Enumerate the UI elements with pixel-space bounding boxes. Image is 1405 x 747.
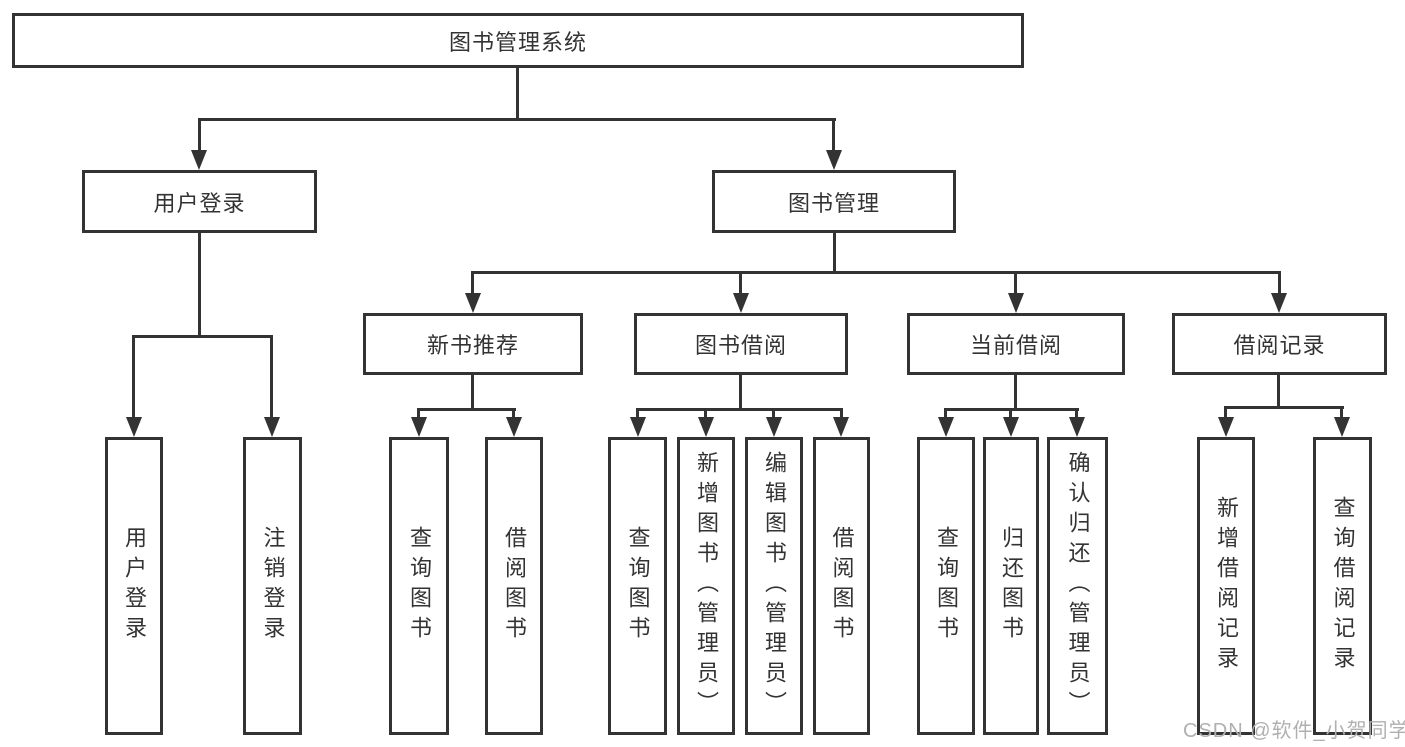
leaf-query-books-recommend: 查询图书 (389, 437, 449, 735)
leaf-edit-book-admin: 编辑图书（管理员） (745, 437, 803, 735)
arrow-down-icon (1218, 417, 1234, 437)
arrow-down-icon (465, 293, 481, 313)
leaf-add-book-admin: 新增图书（管理员） (677, 437, 735, 735)
node-label: 查询图书 (407, 526, 432, 646)
node-label: 编辑图书（管理员） (762, 451, 787, 721)
leaf-add-borrow-record: 新增借阅记录 (1197, 437, 1255, 735)
leaf-return-books: 归还图书 (983, 437, 1039, 735)
connector-line (833, 233, 836, 271)
arrow-down-icon (1008, 293, 1024, 313)
node-label: 用户登录 (153, 190, 246, 216)
connector-line (1009, 408, 1012, 419)
leaf-borrow-books: 借阅图书 (813, 437, 870, 735)
node-new-book-recommend: 新书推荐 (363, 313, 583, 375)
connector-line (944, 408, 947, 419)
node-label: 图书管理 (787, 190, 880, 216)
connector-line (636, 408, 843, 411)
arrow-down-icon (1069, 417, 1085, 437)
connector-line (1014, 271, 1017, 295)
node-label: 借阅图书 (829, 526, 855, 646)
arrow-down-icon (630, 417, 646, 437)
connector-line (471, 271, 1281, 274)
node-library-system: 图书管理系统 (12, 13, 1024, 68)
connector-line (1277, 375, 1280, 406)
arrow-down-icon (411, 417, 427, 437)
arrow-down-icon (826, 150, 842, 170)
node-user-login: 用户登录 (82, 170, 317, 233)
csdn-watermark: CSDN @软件_小贺同学 (1183, 720, 1405, 742)
connector-line (471, 271, 474, 295)
node-label: 借阅图书 (502, 526, 527, 646)
node-book-management: 图书管理 (712, 170, 956, 233)
leaf-query-books-borrow: 查询图书 (608, 437, 667, 735)
arrow-down-icon (1271, 293, 1287, 313)
connector-line (832, 118, 835, 152)
arrow-down-icon (1003, 417, 1019, 437)
arrow-down-icon (264, 417, 280, 437)
leaf-user-login: 用户登录 (105, 437, 163, 735)
arrow-down-icon (126, 417, 142, 437)
connector-line (471, 375, 474, 408)
connector-line (132, 335, 273, 338)
connector-line (132, 335, 135, 419)
node-label: 查询图书 (625, 526, 651, 646)
arrow-down-icon (506, 417, 522, 437)
node-label: 当前借阅 (969, 333, 1062, 358)
node-label: 新书推荐 (426, 333, 519, 358)
node-label: 注销登录 (260, 526, 286, 646)
connector-line (704, 408, 707, 419)
arrow-down-icon (698, 417, 714, 437)
leaf-query-borrow-record: 查询借阅记录 (1313, 437, 1372, 735)
node-book-borrowing: 图书借阅 (634, 313, 848, 375)
arrow-down-icon (191, 150, 207, 170)
arrow-down-icon (1334, 417, 1350, 437)
connector-line (739, 375, 742, 408)
leaf-query-books-current: 查询图书 (917, 437, 975, 735)
connector-line (1278, 271, 1281, 295)
node-label: 新增图书（管理员） (694, 451, 719, 721)
connector-line (198, 233, 201, 335)
node-label: 图书管理系统 (448, 29, 587, 55)
node-label: 用户登录 (122, 526, 147, 646)
connector-line (840, 408, 843, 419)
node-label: 查询图书 (934, 526, 959, 646)
connector-line (417, 408, 516, 411)
connector-line (1075, 408, 1078, 419)
node-label: 确认归还（管理员） (1065, 451, 1091, 721)
connector-line (1224, 406, 1344, 409)
connector-line (739, 271, 742, 295)
connector-line (512, 408, 515, 419)
arrow-down-icon (733, 293, 749, 313)
arrow-down-icon (833, 417, 849, 437)
node-current-borrowing: 当前借阅 (907, 313, 1125, 375)
connector-line (1014, 375, 1017, 408)
node-label: 新增借阅记录 (1214, 496, 1239, 676)
node-label: 归还图书 (999, 526, 1024, 646)
connector-line (198, 118, 836, 121)
node-label: 借阅记录 (1233, 333, 1326, 358)
arrow-down-icon (938, 417, 954, 437)
arrow-down-icon (766, 417, 782, 437)
connector-line (198, 118, 201, 152)
connector-line (516, 68, 519, 118)
node-label: 查询借阅记录 (1330, 496, 1356, 676)
leaf-confirm-return-admin: 确认归还（管理员） (1047, 437, 1108, 735)
connector-line (417, 408, 420, 419)
leaf-borrow-books-recommend: 借阅图书 (485, 437, 543, 735)
leaf-logout: 注销登录 (243, 437, 302, 735)
connector-line (1340, 406, 1343, 419)
connector-line (1224, 406, 1227, 419)
node-label: 图书借阅 (694, 333, 787, 358)
connector-line (636, 408, 639, 419)
connector-line (270, 335, 273, 419)
connector-line (772, 408, 775, 419)
node-borrowing-records: 借阅记录 (1172, 313, 1387, 375)
